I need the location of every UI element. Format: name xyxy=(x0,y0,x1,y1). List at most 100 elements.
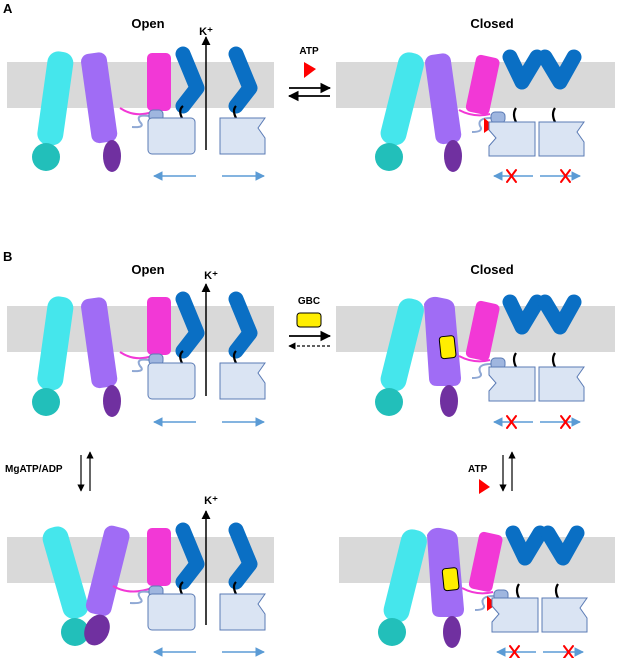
sur-nbd-cyan xyxy=(61,618,89,646)
kir-tether-right xyxy=(232,581,237,595)
kir-tether-left xyxy=(179,105,184,119)
kir-nterm-anchor xyxy=(490,111,506,124)
sur-tmd-cyan xyxy=(380,52,424,146)
kir-ctd-left xyxy=(491,597,539,633)
gbc-drug-marker xyxy=(296,312,322,328)
sur-tmd-purple xyxy=(85,525,130,616)
l0-linker xyxy=(112,585,153,593)
l0-linker xyxy=(461,587,494,595)
block-x-left xyxy=(506,415,517,429)
panel-a-open-title: Open xyxy=(131,16,164,31)
kir-ctd-right xyxy=(538,366,585,402)
k-ion-label: K⁺ xyxy=(199,26,213,38)
sur-nbd-purple xyxy=(440,385,458,417)
kir-tether-right xyxy=(232,105,237,119)
nterm-tail xyxy=(131,114,150,129)
kir-ctd-left xyxy=(488,366,536,402)
channel-a-closed xyxy=(375,49,585,183)
l0-linker xyxy=(119,351,153,360)
atp-transition-label: ATP xyxy=(468,464,488,475)
kir-ctd-left xyxy=(488,121,536,157)
kir-ctd-left xyxy=(147,593,196,631)
channel-b-open: K⁺ xyxy=(32,270,266,427)
kir-tether-right xyxy=(551,352,556,368)
l0-linker xyxy=(119,107,153,116)
sur-nbd-purple xyxy=(103,140,121,172)
kir-subunit-left xyxy=(175,46,205,114)
sur-tmd-purple xyxy=(81,52,118,144)
sur-tmd-purple xyxy=(425,53,462,145)
sur-nbd-purple xyxy=(103,385,121,417)
kir-ctd-left xyxy=(147,362,196,400)
kir-ctd-right xyxy=(538,121,585,157)
sur-tmd-cyan xyxy=(383,529,427,623)
gbc-bound-marker xyxy=(441,567,460,592)
sur-nbd-cyan xyxy=(32,143,60,171)
kir-tether-right xyxy=(232,350,237,364)
channel-a-open: K⁺ xyxy=(32,26,266,181)
kir-ctd-right xyxy=(541,597,588,633)
kir-tether-right xyxy=(554,583,559,599)
sur-nbd-cyan xyxy=(375,143,403,171)
sur-nbd-cyan xyxy=(378,618,406,646)
sur-tmd-cyan xyxy=(42,526,89,619)
kir-subunit-left xyxy=(175,291,205,359)
l0-linker xyxy=(458,109,491,117)
tmd0-magenta xyxy=(147,297,171,355)
kir-subunit-left xyxy=(502,294,545,335)
kir-subunit-right xyxy=(228,46,258,114)
sur-tmd-purple xyxy=(81,297,118,389)
kir-subunit-right xyxy=(228,522,258,590)
block-x-right xyxy=(560,169,571,183)
nterm-tail xyxy=(471,363,492,379)
sur-nbd-purple xyxy=(443,616,461,648)
kir-subunit-left xyxy=(502,49,545,90)
kir-tether-left xyxy=(515,583,520,599)
sur-nbd-cyan xyxy=(375,388,403,416)
nterm-tail xyxy=(129,590,150,605)
atp-transition-marker xyxy=(479,479,490,494)
sur-tmd-cyan xyxy=(380,298,424,392)
kir-subunit-left xyxy=(505,525,548,566)
kir-subunit-right xyxy=(228,291,258,359)
sur-nbd-purple xyxy=(444,140,462,172)
mgatp-adp-label: MgATP/ADP xyxy=(5,464,63,475)
kir-tether-left xyxy=(512,107,517,123)
panel-b-open-title: Open xyxy=(131,262,164,277)
k-ion-label: K⁺ xyxy=(204,270,218,282)
channel-b-bottom-open: K⁺ xyxy=(42,495,266,657)
tmd0-magenta xyxy=(468,531,503,592)
sur-tmd-cyan xyxy=(37,296,74,391)
panel-b-closed-title: Closed xyxy=(470,262,513,277)
kir-subunit-left xyxy=(175,522,205,590)
kir-ctd-right xyxy=(219,362,266,400)
sur-tmd-cyan xyxy=(37,51,74,146)
kir-tether-right xyxy=(551,107,556,123)
atp-ligand-label: ATP xyxy=(299,46,319,57)
kir-subunit-right xyxy=(540,525,585,566)
nterm-tail xyxy=(131,358,150,373)
tmd0-magenta xyxy=(465,300,500,361)
block-x-left xyxy=(506,169,517,183)
tmd0-magenta xyxy=(147,528,171,586)
gbc-bound-marker xyxy=(438,335,457,360)
k-ion-label: K⁺ xyxy=(204,495,218,507)
panel-b-label: B xyxy=(3,249,12,264)
channel-b-closed xyxy=(375,294,585,429)
tmd0-magenta xyxy=(465,54,500,115)
kir-ctd-right xyxy=(219,117,266,155)
atp-ligand-marker xyxy=(304,62,316,78)
gbc-drug-label: GBC xyxy=(298,296,320,307)
kir-tether-left xyxy=(512,352,517,368)
channel-b-bottom-closed xyxy=(378,525,588,658)
block-x-right xyxy=(560,415,571,429)
kir-tether-left xyxy=(179,581,184,595)
kir-ctd-left xyxy=(147,117,196,155)
block-x-left xyxy=(509,645,520,658)
block-x-right xyxy=(563,645,574,658)
l0-linker xyxy=(458,355,491,363)
tmd0-magenta xyxy=(147,53,171,111)
kir-subunit-right xyxy=(537,49,582,90)
panel-a-label: A xyxy=(3,1,13,16)
